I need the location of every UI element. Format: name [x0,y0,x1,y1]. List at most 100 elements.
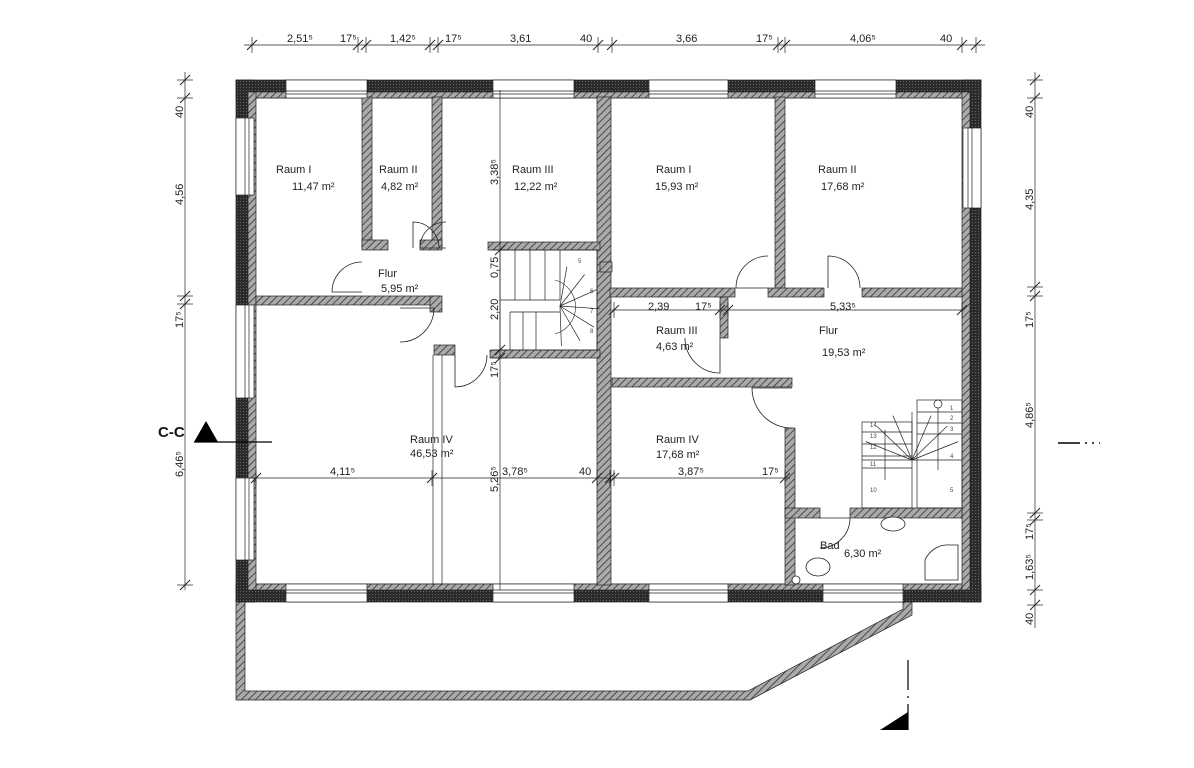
door-flur [331,261,363,293]
stair-tread [559,305,562,346]
dim-label: 17⁵ [695,301,712,313]
bathroom-fixtures [791,516,959,585]
dim-label: 1,42⁵ [390,33,416,45]
stair-tread [559,305,595,328]
interior-wall [774,96,786,296]
dim-label: 0,75 [489,257,501,278]
dim-label: 3,87⁵ [678,466,704,478]
stair-walkline [554,279,576,335]
dim-label: 4,56 [174,184,186,205]
stair-tread [911,415,932,461]
step-number: 2 [950,416,954,422]
stair-step-numbers: 5 6 7 8 1 2 3 4 5 10 11 12 13 14 [578,259,954,494]
door-raum-i [735,255,769,289]
room-area: 17,68 m² [821,181,865,193]
dim-label: 40 [580,33,592,45]
door-raum-ii [412,221,440,249]
doors [331,221,861,549]
room-area: 11,47 m² [292,181,335,193]
dim-label: 4,06⁵ [850,33,876,45]
interior-wall [489,349,601,359]
window [648,79,729,99]
room-area: 46,53 m² [410,448,454,460]
door-raum-ii-right [827,255,861,289]
door-raum-iii [419,221,447,249]
dim-label: 2,39 [648,301,669,313]
step-number: 11 [870,462,877,468]
room-area: 6,30 m² [844,548,882,560]
stair-tread [559,274,585,307]
step-number: 8 [590,329,594,335]
shower-tray [924,544,959,581]
dim-label: 3,66 [676,33,697,45]
dim-label: 40 [1024,106,1036,118]
room-name: Raum III [656,325,698,337]
interior-wall [609,287,736,298]
room-name: Raum III [512,164,554,176]
interior-wall [596,96,612,586]
section-arrow-icon [194,421,218,442]
door-raum-iv-right [751,387,793,429]
section-marker-c-c: C-C [158,421,1100,730]
dim-label: 1,63⁵ [1024,554,1036,580]
step-number: 5 [950,488,954,494]
room-name: Raum II [379,164,418,176]
room-area: 12,22 m² [514,181,558,193]
dim-label: 2,51⁵ [287,33,313,45]
stair-right [861,421,913,509]
room-name: Bad [820,540,840,552]
sink [880,516,906,532]
dim-label: 17⁵ [1024,311,1036,328]
step-number: 12 [870,445,877,451]
dim-label: 17⁵ [340,33,357,45]
terrace-wall [235,601,913,701]
dim-label: 3,38⁵ [489,159,501,185]
interior-wall [784,507,821,519]
staircases [499,249,963,509]
room-name: Raum I [656,164,691,176]
room-labels: Raum I 11,47 m² Raum II 4,82 m² Raum III… [276,164,882,560]
dim-label: 4,11⁵ [330,466,355,478]
windows [235,79,982,603]
interior-wall [361,239,389,251]
step-number: 10 [870,488,877,494]
drain-pipe [791,575,801,585]
stair-tread [911,441,959,461]
step-number: 14 [870,423,877,429]
room-name: Flur [819,325,838,337]
dim-label: 17⁵ [445,33,462,45]
step-number: 4 [950,454,954,460]
dimension-labels: 2,51⁵ 17⁵ 1,42⁵ 17⁵ 3,61 40 3,66 17⁵ 4,0… [174,33,1036,625]
dim-label: 40 [1024,613,1036,625]
dim-label: 3,78⁵ [502,466,528,478]
step-number: 1 [950,406,954,412]
room-area: 19,53 m² [822,347,866,359]
step-number: 5 [578,259,582,265]
interior-wall [433,344,456,356]
dim-label: 17⁵ [489,361,501,378]
door-raum-iii-right [684,337,721,374]
interior-wall [361,96,373,249]
dim-label: 17⁵ [1024,523,1036,540]
walls [235,79,982,701]
window [814,79,897,99]
dim-label: 40 [940,33,952,45]
step-number: 7 [590,309,594,315]
dim-label: 4,86⁵ [1024,402,1036,428]
toilet [805,557,831,577]
dim-label: 5,26⁵ [489,466,501,492]
dim-label: 4,35 [1024,189,1036,210]
dimension-lines [177,37,1043,628]
stair-tread [876,425,913,461]
room-area: 4,82 m² [381,181,419,193]
room-name: Raum I [276,164,311,176]
stair-tread [911,425,948,461]
interior-wall [611,377,793,388]
stair-tread [559,305,600,310]
door-stair [454,354,488,388]
dim-label: 5,33⁵ [830,301,856,313]
room-name: Raum IV [410,434,453,446]
step-number: 6 [590,289,594,295]
door-raum-iv [399,307,435,343]
